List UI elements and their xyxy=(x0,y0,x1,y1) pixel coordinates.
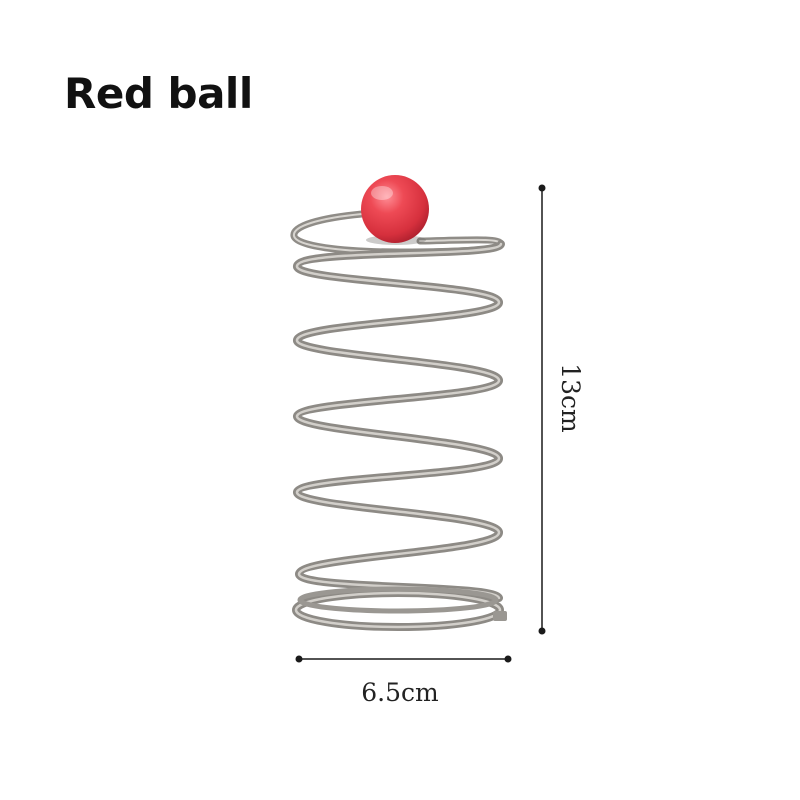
width-label: 6.5cm xyxy=(361,678,439,707)
height-label: 13cm xyxy=(556,363,585,433)
red-ball xyxy=(361,175,429,245)
spring-coil xyxy=(290,210,507,631)
product-title: Red ball xyxy=(64,69,253,118)
height-dimension-line xyxy=(538,184,546,635)
width-dimension-line xyxy=(295,655,512,663)
